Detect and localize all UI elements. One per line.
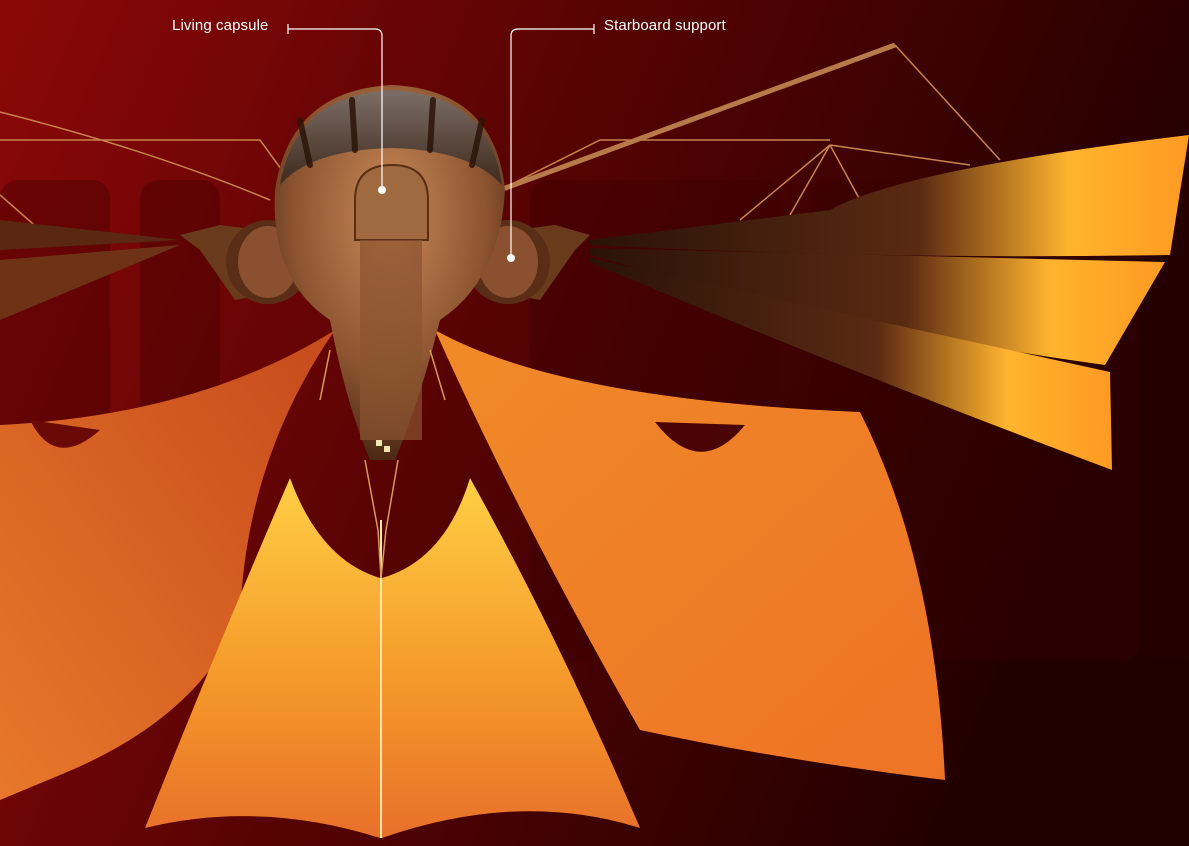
living-capsule-label: Living capsule bbox=[172, 17, 268, 34]
starboard-support-label: Starboard support bbox=[604, 17, 726, 34]
living-capsule-marker bbox=[378, 186, 386, 194]
starboard-support-marker bbox=[507, 254, 515, 262]
